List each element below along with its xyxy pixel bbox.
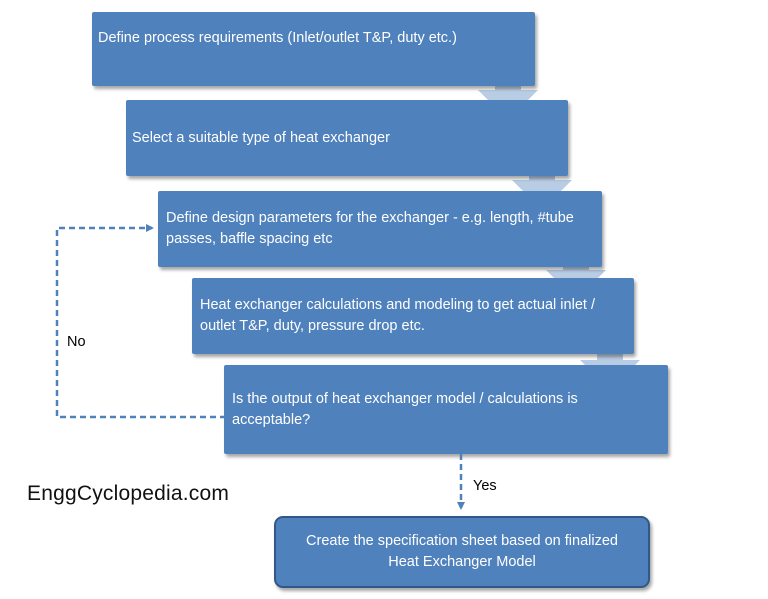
step-select-exchanger-type: Select a suitable type of heat exchanger xyxy=(126,100,568,176)
down-arrow-1 xyxy=(478,66,538,120)
no-loop-connector xyxy=(55,224,226,419)
no-branch-label: No xyxy=(67,334,86,350)
down-arrow-2 xyxy=(512,156,572,210)
final-step-text: Create the specification sheet based on … xyxy=(306,533,618,570)
step-2-text: Select a suitable type of heat exchanger xyxy=(132,129,390,146)
step-1-text: Define process requirements (Inlet/outle… xyxy=(98,30,457,46)
step-4-text: Heat exchanger calculations and modeling… xyxy=(200,297,595,334)
step-calculations-modeling: Heat exchanger calculations and modeling… xyxy=(192,278,634,354)
step-3-text: Define design parameters for the exchang… xyxy=(166,210,574,247)
watermark-text: EnggCyclopedia.com xyxy=(27,482,230,505)
yes-branch-label: Yes xyxy=(473,478,497,494)
step-decision-acceptable: Is the output of heat exchanger model / … xyxy=(224,365,668,454)
down-arrow-3 xyxy=(546,246,606,300)
step-5-text: Is the output of heat exchanger model / … xyxy=(232,390,578,428)
step-create-specification-sheet: Create the specification sheet based on … xyxy=(274,516,650,588)
down-arrow-4 xyxy=(580,336,640,390)
step-define-process-requirements: Define process requirements (Inlet/outle… xyxy=(92,12,535,86)
step-define-design-parameters: Define design parameters for the exchang… xyxy=(158,191,602,267)
